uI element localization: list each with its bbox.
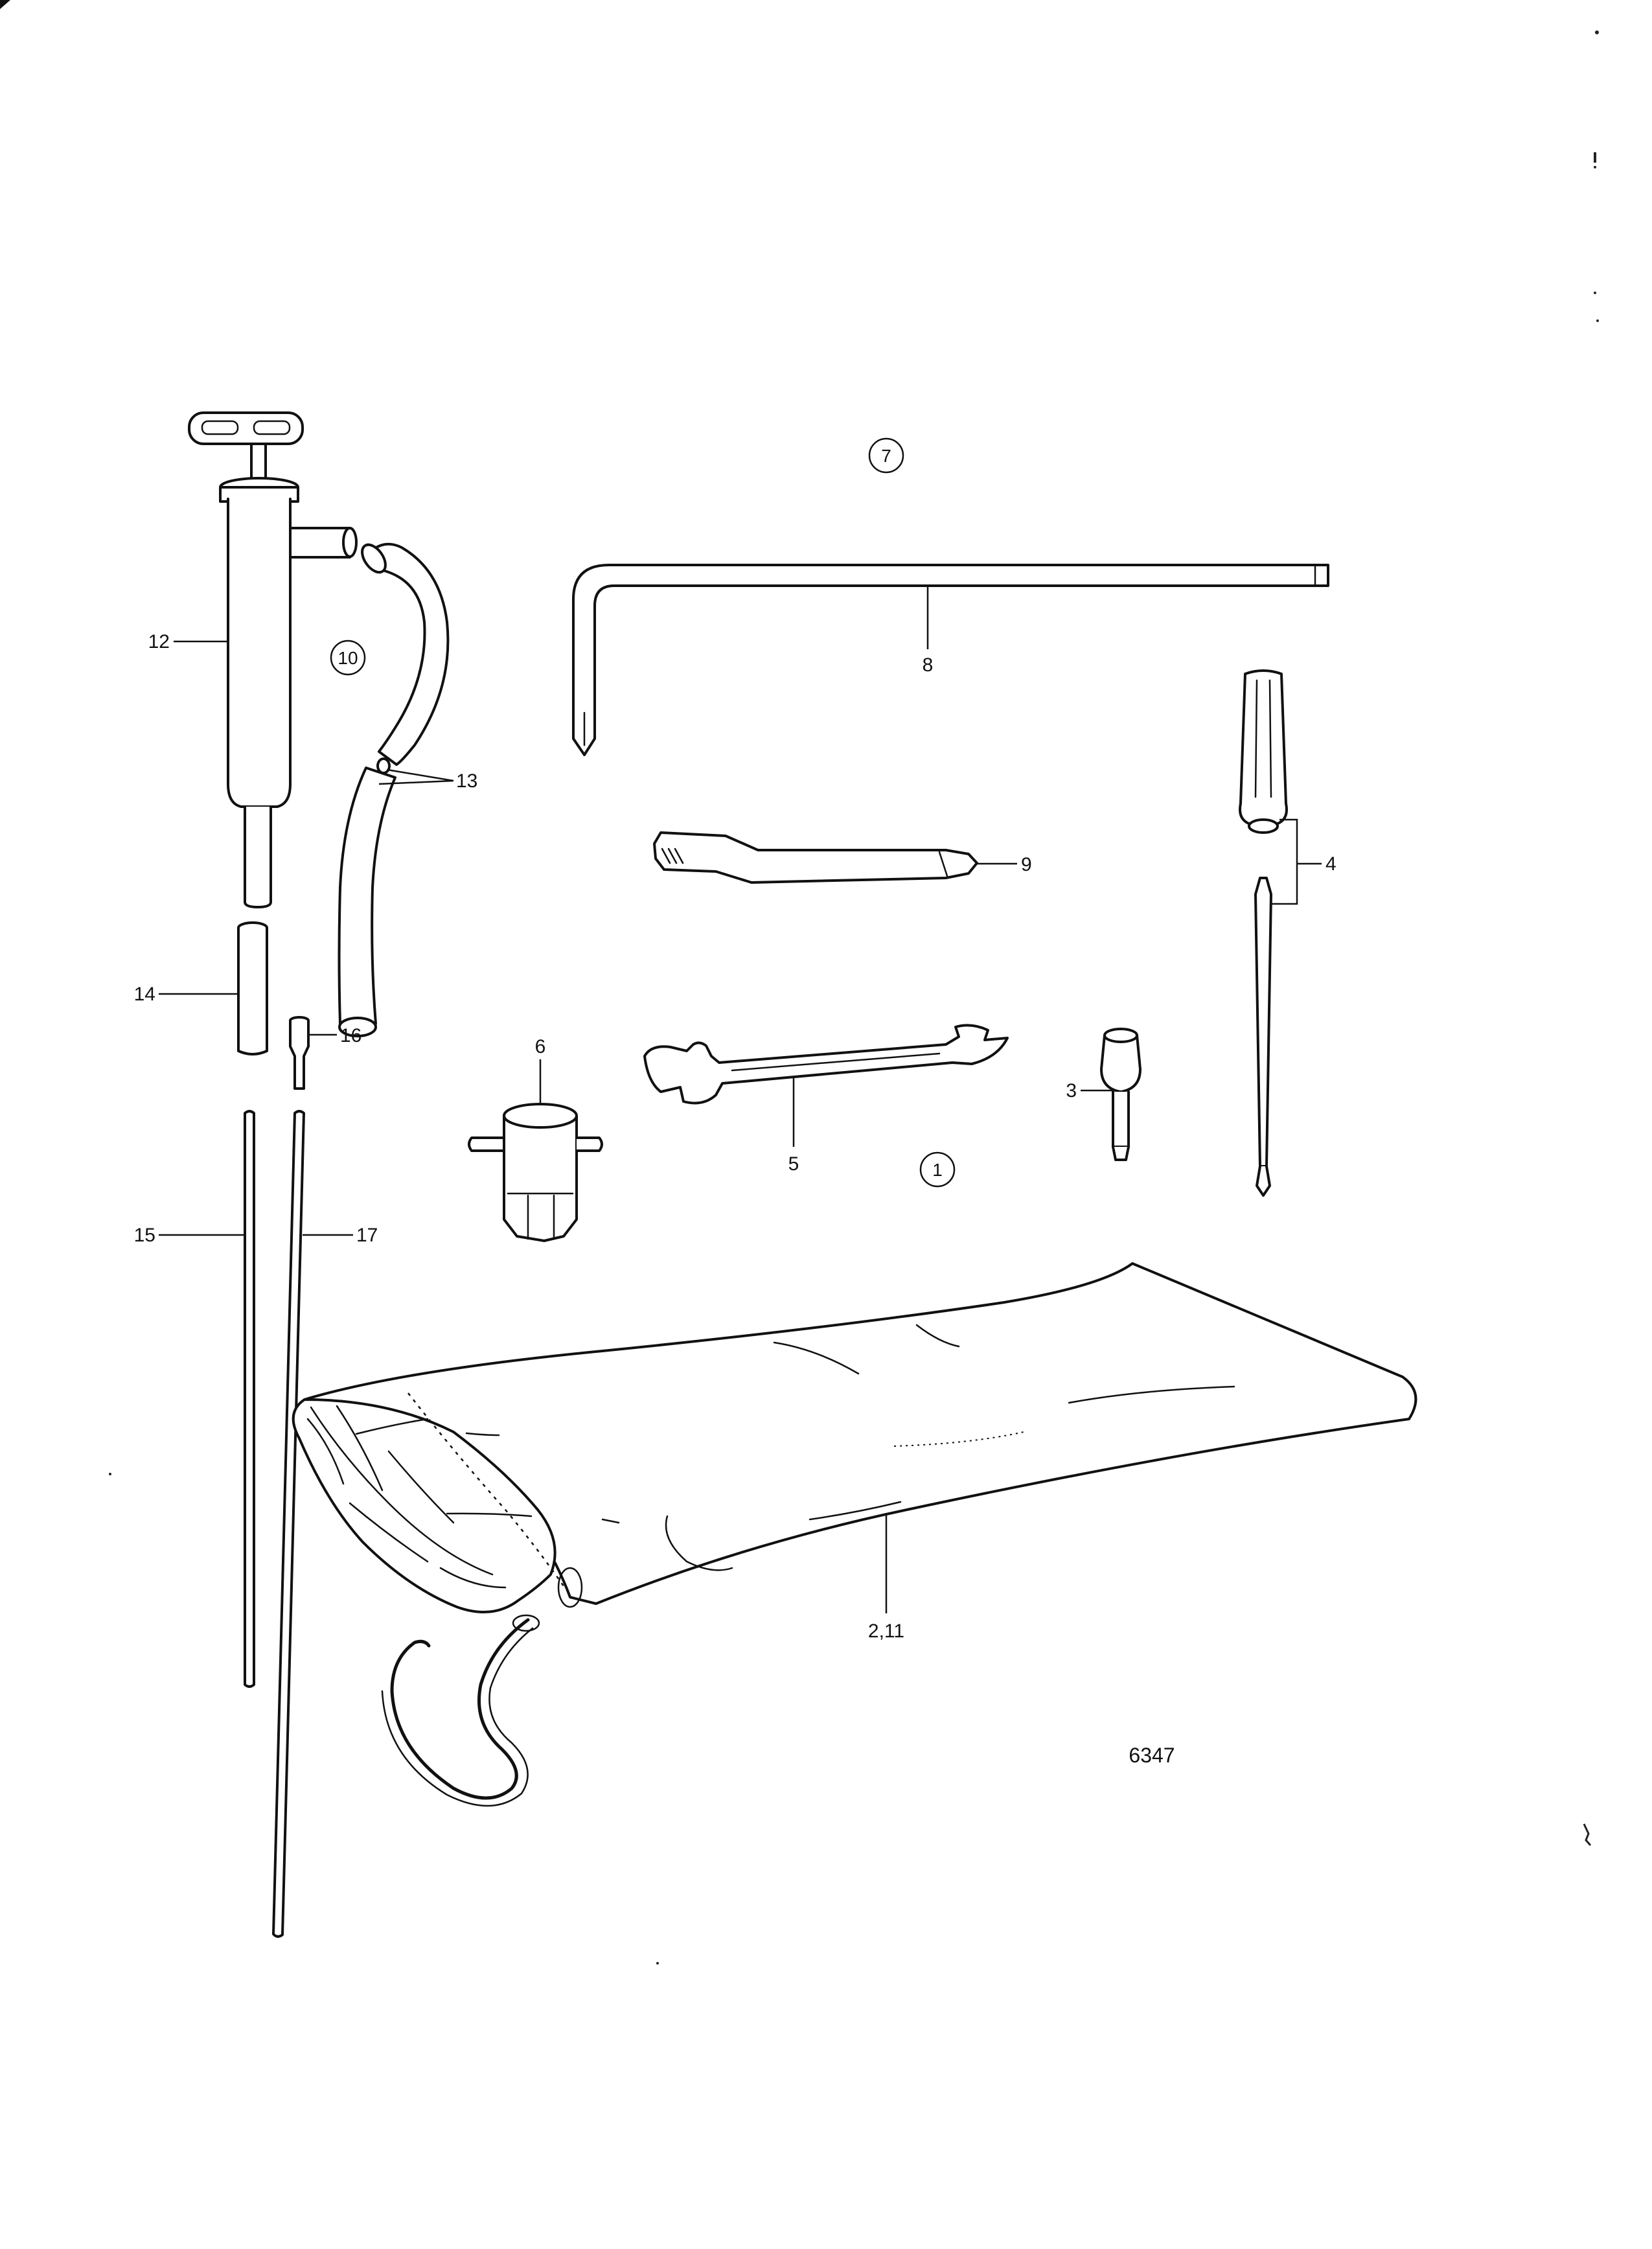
corner-mark: [0, 0, 10, 9]
scan-specks: [109, 30, 1599, 1965]
label-15: 15: [134, 1225, 155, 1246]
screwdriver-part-4: [1239, 669, 1288, 1197]
label-13: 13: [456, 770, 477, 792]
rod-part-15: [244, 1110, 255, 1688]
leader-13: [378, 768, 454, 785]
hose-part-13: [338, 542, 450, 1037]
label-5: 5: [788, 1153, 799, 1175]
callout-circle-10: [330, 640, 366, 676]
tip-part-16: [289, 1016, 310, 1090]
label-3: 3: [1066, 1080, 1077, 1101]
tool-bag-part-2-11: [292, 1262, 1417, 1807]
hex-key-part-8: [572, 564, 1329, 756]
callout-circle-1: [919, 1151, 956, 1188]
callout-circle-7: [868, 437, 904, 474]
label-16: 16: [340, 1025, 361, 1046]
rod-part-17: [272, 1110, 305, 1938]
callout-10: 10: [338, 648, 358, 668]
label-12: 12: [148, 631, 170, 652]
spanner-part-5: [643, 1024, 1009, 1105]
leader-4: [1270, 818, 1322, 905]
label-2-11: 2,11: [868, 1620, 904, 1642]
figure-number: 6347: [1129, 1744, 1175, 1767]
label-6: 6: [535, 1036, 546, 1057]
callout-1: 1: [932, 1160, 943, 1180]
label-8: 8: [923, 654, 934, 676]
label-14: 14: [134, 984, 155, 1005]
small-screwdriver-part-3: [1100, 1028, 1141, 1161]
sleeve-part-14: [237, 921, 268, 1055]
callout-7: 7: [881, 446, 891, 466]
pump-part-12: [188, 411, 358, 908]
label-9: 9: [1021, 854, 1032, 875]
bent-wrench-part-9: [653, 831, 978, 884]
box-spanner-part-6: [468, 1103, 603, 1242]
label-4: 4: [1325, 853, 1337, 875]
label-17: 17: [356, 1225, 378, 1246]
